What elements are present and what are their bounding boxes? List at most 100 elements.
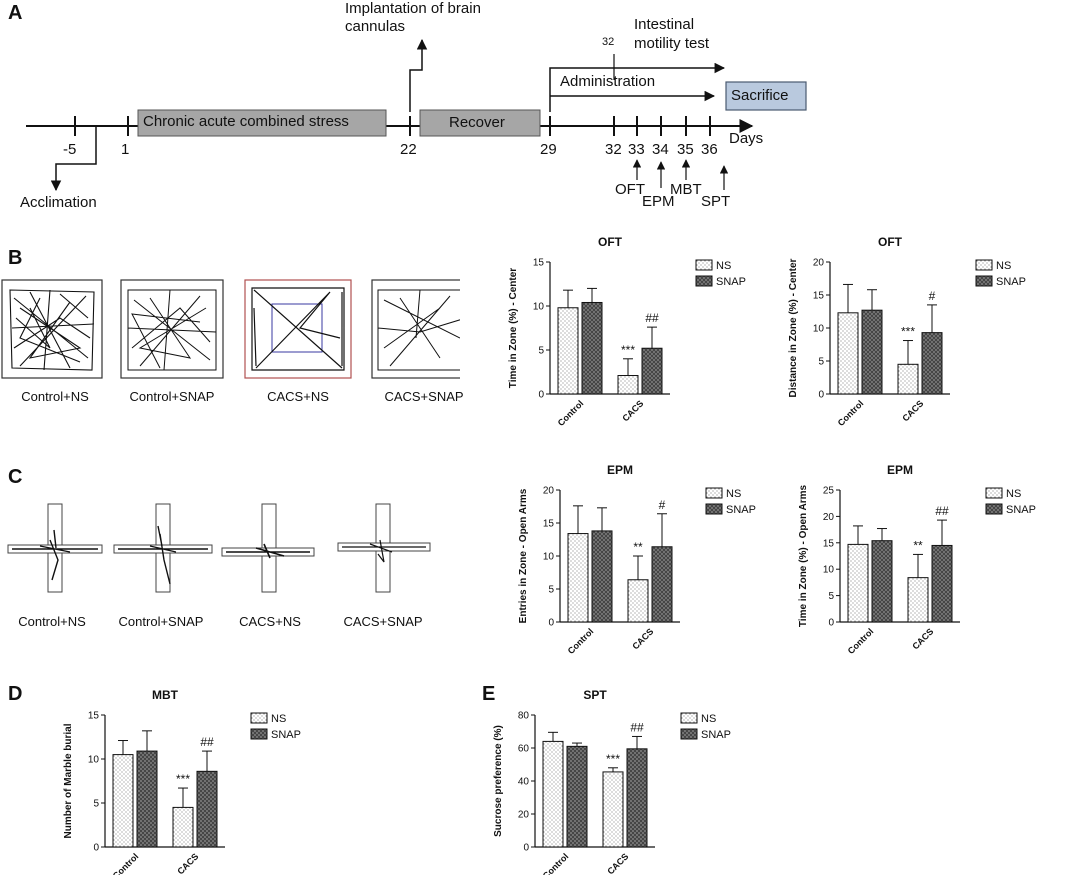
epm-track-label-1: Control+NS [18,614,86,629]
bar-ns-cacs [617,375,639,395]
bar-ns-control [112,754,134,848]
x-tick-label: CACS [175,851,200,875]
y-axis-label: Entries in Zone - Open Arms [518,488,529,623]
y-tick-label: 0 [93,843,99,854]
bar-snap-control [871,540,893,623]
y-axis-label: Distance in Zone (%) - Center [788,258,799,397]
y-tick-label: 0 [538,390,544,401]
tick-label-33: 33 [628,141,645,158]
significance-label: *** [606,752,620,766]
y-tick-label: 0 [828,618,834,629]
bar-snap-control [581,301,603,395]
y-tick-label: 15 [533,258,545,269]
significance-label: *** [176,772,190,786]
bar-ns-cacs [602,771,624,848]
recover-box-label: Recover [449,114,505,131]
bar-ns-control [567,533,589,623]
oft-track-cacs-ns [244,279,352,379]
tick-label-32: 32 [605,141,622,158]
oft-track-cacs-snap [371,279,460,379]
legend-swatch [250,728,268,740]
tick-label-minus5: -5 [63,141,77,158]
oft-track-label-3: CACS+NS [267,389,329,404]
test-label-mbt: MBT [670,181,702,198]
bar-ns-control [837,312,859,395]
intestinal-arrow [549,62,726,112]
intestinal-label-2: motility test [634,35,710,52]
significance-label: # [929,289,936,303]
y-tick-label: 20 [518,810,530,821]
x-tick-label: Control [541,851,571,875]
recover-box [419,109,541,137]
y-tick-label: 15 [88,711,100,722]
y-tick-label: 10 [813,324,825,335]
x-tick-label: Control [111,851,141,875]
y-tick-label: 20 [813,258,825,269]
legend-entry: NS [996,260,1011,272]
chart-title: EPM [607,463,633,477]
y-axis-label: Time in Zone (%) - Center [508,268,519,388]
stress-box [137,109,387,137]
x-tick-label: CACS [900,398,925,423]
significance-label: # [659,498,666,512]
significance-label: ## [935,504,949,518]
legend-swatch [680,712,698,724]
y-tick-label: 5 [828,591,834,602]
y-tick-label: 10 [533,302,545,313]
sacrifice-label: Sacrifice [731,87,789,104]
legend-entry: NS [701,713,716,725]
epm-track-images [7,503,431,593]
y-tick-label: 25 [823,486,835,497]
epm-track-label-3: CACS+NS [239,614,301,629]
legend-entry: SNAP [271,729,301,741]
y-tick-label: 5 [93,799,99,810]
test-label-oft: OFT [615,181,645,198]
tick-label-36: 36 [701,141,718,158]
bar-snap-control [861,309,883,395]
y-tick-label: 5 [818,357,824,368]
bar-ns-cacs [172,806,194,848]
legend-swatch [975,275,993,287]
bar-snap-cacs [196,770,218,848]
bar-ns-control [542,740,564,848]
legend-entry: SNAP [726,504,756,516]
y-tick-label: 10 [823,565,835,576]
bar-ns-control [557,307,579,395]
y-tick-label: 15 [813,291,825,302]
significance-label: ## [200,735,214,749]
chart-title: OFT [598,235,623,249]
bar-ns-cacs [907,577,929,623]
sacrifice-box [725,81,807,111]
bar-snap-cacs [641,347,663,395]
y-tick-label: 10 [88,755,100,766]
significance-label: ## [645,311,659,325]
y-axis-label: Sucrose preference (%) [493,725,504,837]
panel-letter-e: E [482,683,496,705]
tick-label-35: 35 [677,141,694,158]
panel-letter-b: B [8,247,23,269]
x-tick-label: Control [846,626,876,656]
legend-swatch [705,503,723,515]
significance-label: *** [901,325,915,339]
bar-ns-control [847,543,869,623]
y-tick-label: 60 [518,744,530,755]
legend-swatch [985,487,1003,499]
y-tick-label: 0 [818,390,824,401]
significance-label: ** [913,538,923,552]
legend-swatch [975,259,993,271]
x-tick-label: CACS [910,626,935,651]
x-tick-label: Control [556,398,586,428]
epm-track-label-4: CACS+SNAP [343,614,423,629]
tick-label-34: 34 [652,141,669,158]
chart-title: EPM [887,463,913,477]
legend-swatch [695,259,713,271]
timeline-ticks [74,116,711,136]
x-tick-label: CACS [605,851,630,875]
x-tick-label: CACS [620,398,645,423]
panel-letter-a: A [8,2,23,24]
chart-title: SPT [583,688,607,702]
